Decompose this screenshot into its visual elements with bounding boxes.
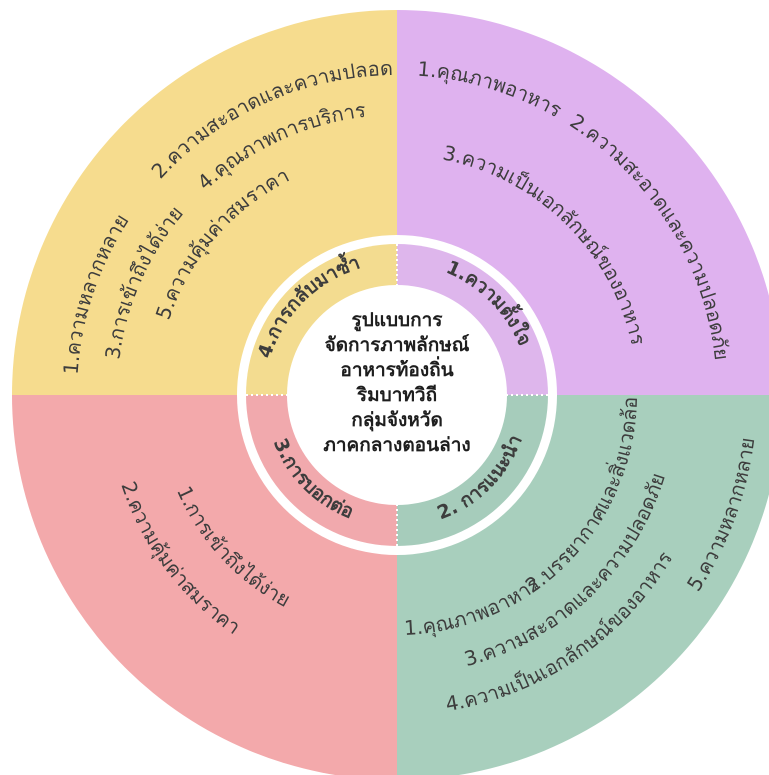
center-line-5: กลุ่มจังหวัด [351, 409, 443, 432]
center-circle [287, 285, 507, 505]
center-line-4: ริมบาทวิถี [356, 384, 437, 406]
center-line-1: รูปแบบการ [351, 309, 443, 332]
center-title: รูปแบบการ จัดการภาพลักษณ์ อาหารท้องถิ่น … [323, 309, 470, 456]
center-line-6: ภาคกลางตอนล่าง [323, 434, 470, 456]
center-line-2: จัดการภาพลักษณ์ [325, 334, 470, 356]
center-line-3: อาหารท้องถิ่น [340, 356, 453, 381]
